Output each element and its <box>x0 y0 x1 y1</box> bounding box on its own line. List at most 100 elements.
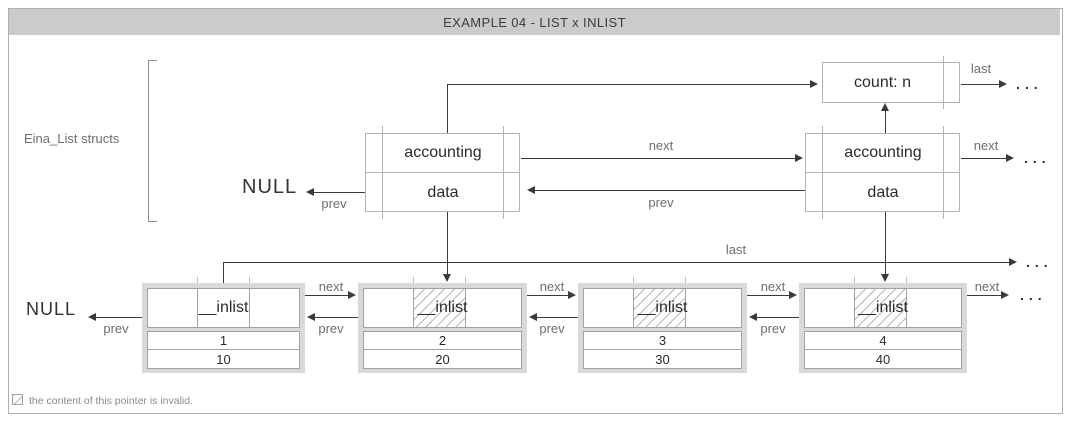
next-label-3-4: next <box>760 279 786 294</box>
bracket-tick-bottom <box>149 221 157 222</box>
arrowhead-left-icon <box>307 313 315 321</box>
arrow-next-list2-line <box>961 158 1008 159</box>
cell-divider <box>685 288 686 328</box>
arrow-next-4-more-line <box>967 295 1003 296</box>
cell-divider <box>633 288 634 328</box>
arrow-next-1-2-line <box>305 295 350 296</box>
arrow-next-3-4-line <box>747 295 791 296</box>
ellipsis-inlist-next: ... <box>1020 287 1047 303</box>
arrow-accounting1-count-hline <box>447 84 812 85</box>
inlist-node-value: 40 <box>875 351 891 367</box>
invalid-pointer-hatch <box>855 289 906 327</box>
arrow-inlist-last-hline <box>223 262 1011 263</box>
arrowhead-right-icon <box>810 80 818 88</box>
reg-line <box>943 56 944 109</box>
inlist-pointer-label: __inlist <box>417 299 468 316</box>
arrow-prev-list-null-line <box>312 192 365 193</box>
next-label-1-2: next <box>318 279 344 294</box>
legend-text: the content of this pointer is invalid. <box>29 395 194 407</box>
value-divider <box>148 349 299 350</box>
ellipsis-count-last: ... <box>1016 76 1043 92</box>
pointer-row <box>147 288 300 328</box>
arrowhead-left-icon <box>306 188 314 196</box>
prev-label-list: prev <box>648 195 674 210</box>
next-label-list: next <box>648 138 674 153</box>
cell-divider <box>906 288 907 328</box>
inlist-node-id: 1 <box>219 332 228 348</box>
arrowhead-left-icon <box>527 186 535 194</box>
reg-mark <box>685 277 686 283</box>
value-rows <box>804 331 962 369</box>
row-divider <box>805 172 960 173</box>
arrow-next-list-line <box>521 158 795 159</box>
reg-mark <box>197 277 198 283</box>
row-divider <box>365 172 520 173</box>
invalid-pointer-hatch <box>414 289 465 327</box>
cell-divider <box>197 288 198 328</box>
cell-divider <box>854 288 855 328</box>
inlist-node-id: 3 <box>658 332 667 348</box>
last-label-inlist: last <box>725 242 747 257</box>
last-label-count: last <box>970 61 992 76</box>
invalid-pointer-hatch <box>634 289 685 327</box>
arrowhead-left-icon <box>749 313 757 321</box>
prev-label-bottom-null: prev <box>103 321 129 336</box>
legend-hatch-swatch <box>12 394 23 405</box>
arrowhead-left-icon <box>88 313 96 321</box>
value-divider <box>364 349 521 350</box>
data-field: data <box>867 183 899 201</box>
arrow-prev-4-3-line <box>751 317 799 318</box>
arrow-next-2-3-line <box>527 295 570 296</box>
cell-divider <box>465 288 466 328</box>
arrowhead-right-icon <box>1001 291 1009 299</box>
arrow-prev-2-1-line <box>309 317 358 318</box>
arrowhead-down-icon <box>881 274 889 282</box>
prev-label-3-2: prev <box>539 321 565 336</box>
reg-mark <box>854 277 855 283</box>
value-rows <box>147 331 300 369</box>
page-title: EXAMPLE 04 - LIST x INLIST <box>443 14 626 30</box>
arrow-prev-list-line <box>535 190 805 191</box>
arrow-inlist-last-vline <box>223 262 224 288</box>
data-field: data <box>427 183 459 201</box>
inlist-pointer-label: __inlist <box>198 299 249 316</box>
arrowhead-right-icon <box>1009 258 1017 266</box>
arrow-prev-inlist-null-line <box>90 317 142 318</box>
count-box <box>822 62 960 103</box>
next-label-list2: next <box>973 138 999 153</box>
inlist-node-value: 20 <box>435 351 450 367</box>
arrow-count-last-line <box>961 84 1001 85</box>
cell-divider <box>413 288 414 328</box>
arrow-accounting1-count-vline <box>447 84 448 133</box>
inlist-node-id: 2 <box>438 332 447 348</box>
arrowhead-right-icon <box>999 80 1007 88</box>
next-label-4-more: next <box>974 279 1000 294</box>
value-rows <box>583 331 742 369</box>
arrowhead-left-icon <box>529 313 537 321</box>
reg-mark <box>465 277 466 283</box>
reg-mark <box>249 277 250 283</box>
null-top-label: NULL <box>242 176 298 198</box>
arrow-prev-3-2-line <box>531 317 578 318</box>
arrowhead-right-icon <box>348 291 356 299</box>
ellipsis-inlist-last: ... <box>1026 254 1053 270</box>
group-label: Eina_List structs <box>24 131 120 146</box>
arrow-accounting2-count-vline <box>885 109 886 133</box>
arrowhead-right-icon <box>795 154 803 162</box>
prev-label-top-null: prev <box>321 196 347 211</box>
arrowhead-right-icon <box>568 291 576 299</box>
value-divider <box>805 349 961 350</box>
bracket-line <box>148 60 149 222</box>
reg-mark <box>413 277 414 283</box>
inlist-node-id: 4 <box>879 332 887 348</box>
inlist-pointer-label: __inlist <box>858 299 908 316</box>
arrowhead-up-icon <box>881 103 889 111</box>
prev-label-4-3: prev <box>760 321 786 336</box>
inlist-pointer-label: __inlist <box>637 299 688 316</box>
arrowhead-down-icon <box>443 274 451 282</box>
value-rows <box>363 331 522 369</box>
ellipsis-list-next: ... <box>1024 150 1051 166</box>
bracket-tick-top <box>149 60 157 61</box>
accounting-field: accounting <box>404 143 482 161</box>
inlist-node-value: 10 <box>216 351 231 367</box>
